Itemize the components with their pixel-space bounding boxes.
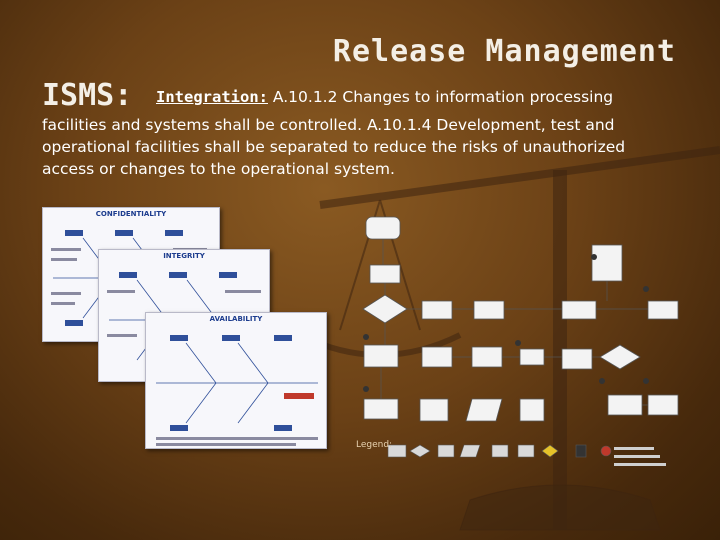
integration-text: A.10.1.2 Changes to information processi… [267, 88, 614, 106]
flow-decision [599, 344, 641, 370]
fishbone-diagram-icon [156, 335, 318, 446]
release-flowchart [362, 216, 679, 466]
legend-connector-symbol [491, 444, 509, 458]
page-title: Release Management [332, 34, 676, 69]
flow-node [647, 300, 679, 320]
isms-body-text: facilities and systems shall be controll… [42, 116, 626, 178]
flow-node [369, 264, 401, 284]
legend-warning-icon [541, 444, 559, 458]
legend-control-icon [600, 445, 612, 457]
availability-document: AVAILABILITY [145, 312, 327, 449]
flow-node [647, 394, 679, 416]
flow-node [421, 346, 453, 368]
isms-label: ISMS: [42, 78, 133, 113]
flow-node [607, 394, 643, 416]
legend-person-icon [575, 444, 587, 458]
flow-node [561, 348, 593, 370]
flow-node [471, 346, 503, 368]
legend-io-symbol [459, 444, 481, 458]
legend-label: Legend: [356, 440, 393, 450]
flow-document [519, 398, 545, 422]
flow-node [473, 300, 505, 320]
flow-node [363, 398, 399, 420]
flow-node [519, 348, 545, 366]
availability-title: AVAILABILITY [209, 315, 263, 323]
flow-io [465, 398, 503, 422]
legend-process-symbol [387, 444, 407, 458]
flow-document [419, 398, 449, 422]
flow-decision [362, 294, 408, 324]
integration-keyword: Integration: [156, 88, 268, 106]
flow-node [561, 300, 597, 320]
legend-decision-symbol [409, 444, 431, 458]
flow-node [365, 216, 401, 240]
flow-document [591, 244, 623, 282]
flow-node [363, 344, 399, 368]
integration-line: Integration: A.10.1.2 Changes to informa… [156, 88, 613, 106]
legend-data-symbol [517, 444, 535, 458]
integrity-title: INTEGRITY [163, 252, 205, 260]
confidentiality-title: CONFIDENTIALITY [95, 210, 167, 218]
flow-node [421, 300, 453, 320]
legend-document-symbol [437, 444, 455, 458]
